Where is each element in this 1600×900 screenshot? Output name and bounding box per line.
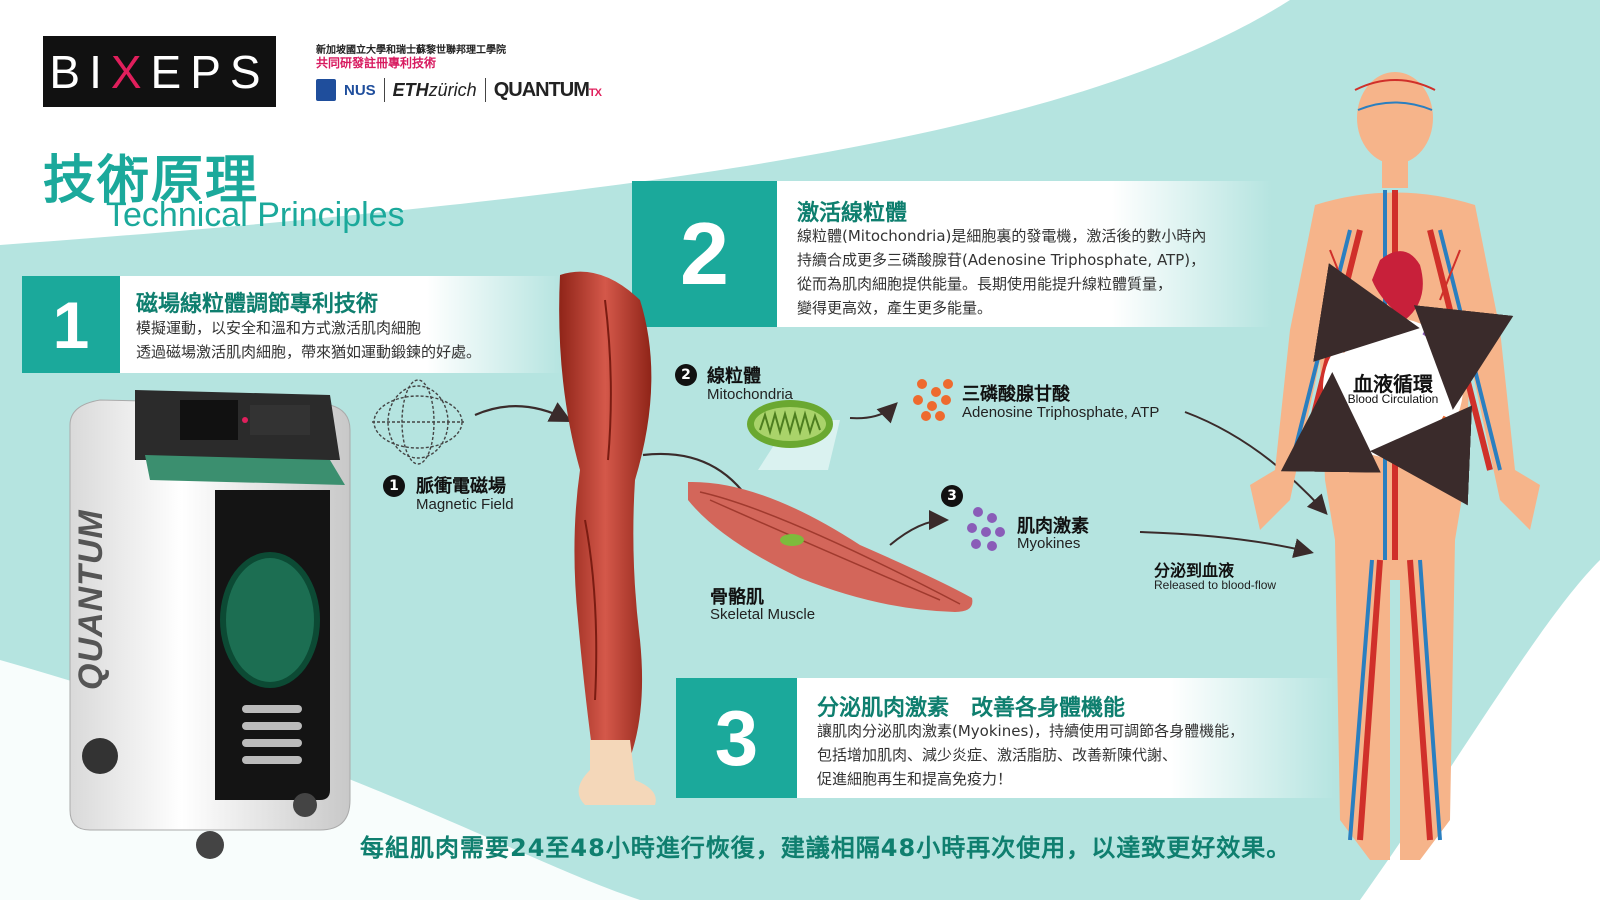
step-3-line: 促進細胞再生和提高免疫力！ <box>817 770 1013 788</box>
skeletal-label-zh: 骨骼肌 <box>710 587 764 608</box>
logo-text-x: X <box>110 45 151 98</box>
partner-logos: NUS ETHzürich QUANTUMTX <box>316 77 602 103</box>
step-1-body: 模擬運動，以安全和溫和方式激活肌肉細胞 透過磁場激活肌肉細胞，帶來猶如運動鍛鍊的… <box>136 316 481 364</box>
arrow-muscle-to-myokines <box>889 510 949 546</box>
logo-text-left: BI <box>49 45 111 98</box>
mito-label-en: Mitochondria <box>707 386 793 403</box>
atp-molecules-icon <box>913 379 953 421</box>
quantum-logo: QUANTUMTX <box>493 78 602 102</box>
step-2-title: 激活線粒體 <box>797 201 908 226</box>
eth-logo-bold: ETH <box>392 79 429 100</box>
divider <box>484 78 486 102</box>
partner-line: 新加坡國立大學和瑞士蘇黎世聯邦理工學院 <box>316 45 506 56</box>
quantum-machine <box>69 390 351 859</box>
logo-text-right: EPS <box>150 45 270 98</box>
myokines-badge: 3 <box>941 485 963 507</box>
human-body-circulation <box>1250 72 1540 860</box>
mito-label-zh: 線粒體 <box>707 366 761 387</box>
magnetic-field-icon <box>372 379 464 465</box>
released-label-zh: 分泌到血液 <box>1154 561 1235 580</box>
step-3-line: 包括增加肌肉、減少炎症、激活脂肪、改善新陳代謝、 <box>817 746 1178 764</box>
atp-label-en: Adenosine Triphosphate, ATP <box>962 404 1160 421</box>
magnetic-label-en: Magnetic Field <box>416 496 514 513</box>
step-2-line: 持續合成更多三磷酸腺苷(Adenosine Triphosphate, ATP)… <box>797 251 1206 269</box>
myokines-label-zh: 肌肉激素 <box>1017 516 1089 537</box>
skeletal-label-en: Skeletal Muscle <box>710 606 816 623</box>
step-1-line: 模擬運動，以安全和溫和方式激活肌肉細胞 <box>136 319 422 337</box>
step-2-line: 從而為肌肉細胞提供能量。長期使用能提升線粒體質量， <box>797 275 1173 293</box>
step-3-line: 讓肌肉分泌肌肉激素(Myokines)，持續使用可調節各身體機能， <box>817 722 1245 740</box>
arrow-field-to-leg <box>474 402 572 423</box>
nus-logo: NUS <box>344 81 376 99</box>
step-2-line: 變得更高效，產生更多能量。 <box>797 299 993 317</box>
step-2-number: 2 <box>632 181 777 327</box>
step-1-title: 磁場線粒體調節專利技術 <box>136 292 379 317</box>
machine-brand-text: QUANTUM <box>72 509 110 690</box>
quantum-logo-text: QUANTUM <box>493 78 590 101</box>
step-1-number: 1 <box>22 276 120 373</box>
released-label-en: Released to blood-flow <box>1154 578 1277 592</box>
eth-logo: ETHzürich <box>393 80 477 101</box>
step-2-body: 線粒體(Mitochondria)是細胞裏的發電機，激活後的數小時內 持續合成更… <box>797 224 1206 320</box>
arrow-myokines-to-body <box>1139 531 1314 558</box>
leg-muscle-illustration <box>559 271 656 805</box>
skeletal-muscle-illustration <box>688 481 973 612</box>
step-2-line: 線粒體(Mitochondria)是細胞裏的發電機，激活後的數小時內 <box>797 227 1207 245</box>
mitochondria-icon <box>747 400 833 448</box>
myokines-label-en: Myokines <box>1017 535 1081 552</box>
circulation-label-zh: 血液循環 <box>1353 372 1433 396</box>
footer-note: 每組肌肉需要24至48小時進行恢復，建議相隔48小時再次使用，以達致更好效果。 <box>360 834 1292 862</box>
page-title: 技術原理 <box>43 151 260 211</box>
circulation-label-en: Blood Circulation <box>1347 392 1439 406</box>
nus-crest-icon <box>316 79 336 101</box>
quantum-logo-tx: TX <box>588 86 602 99</box>
page-subtitle: Technical Principles <box>106 196 405 234</box>
myokines-icon <box>967 507 1005 551</box>
step-3-number: 3 <box>676 678 797 798</box>
partner-subline: 共同研發註冊專利技術 <box>316 56 437 70</box>
atp-label-zh: 三磷酸腺甘酸 <box>962 384 1070 405</box>
step-1-line: 透過磁場激活肌肉細胞，帶來猶如運動鍛鍊的好處。 <box>136 343 482 361</box>
eth-logo-light: zürich <box>428 79 477 100</box>
arrow-atp-to-body <box>1184 411 1328 515</box>
circulation-cycle-icon <box>1280 263 1514 506</box>
mito-badge: 2 <box>675 364 697 386</box>
divider <box>383 78 385 102</box>
magnetic-badge: 1 <box>383 475 405 497</box>
step-3-title: 分泌肌肉激素 改善各身體機能 <box>817 696 1126 721</box>
magnetic-label-zh: 脈衝電磁場 <box>416 476 506 497</box>
step-3-body: 讓肌肉分泌肌肉激素(Myokines)，持續使用可調節各身體機能， 包括增加肌肉… <box>817 719 1244 791</box>
arrow-mito-to-atp <box>849 402 898 424</box>
